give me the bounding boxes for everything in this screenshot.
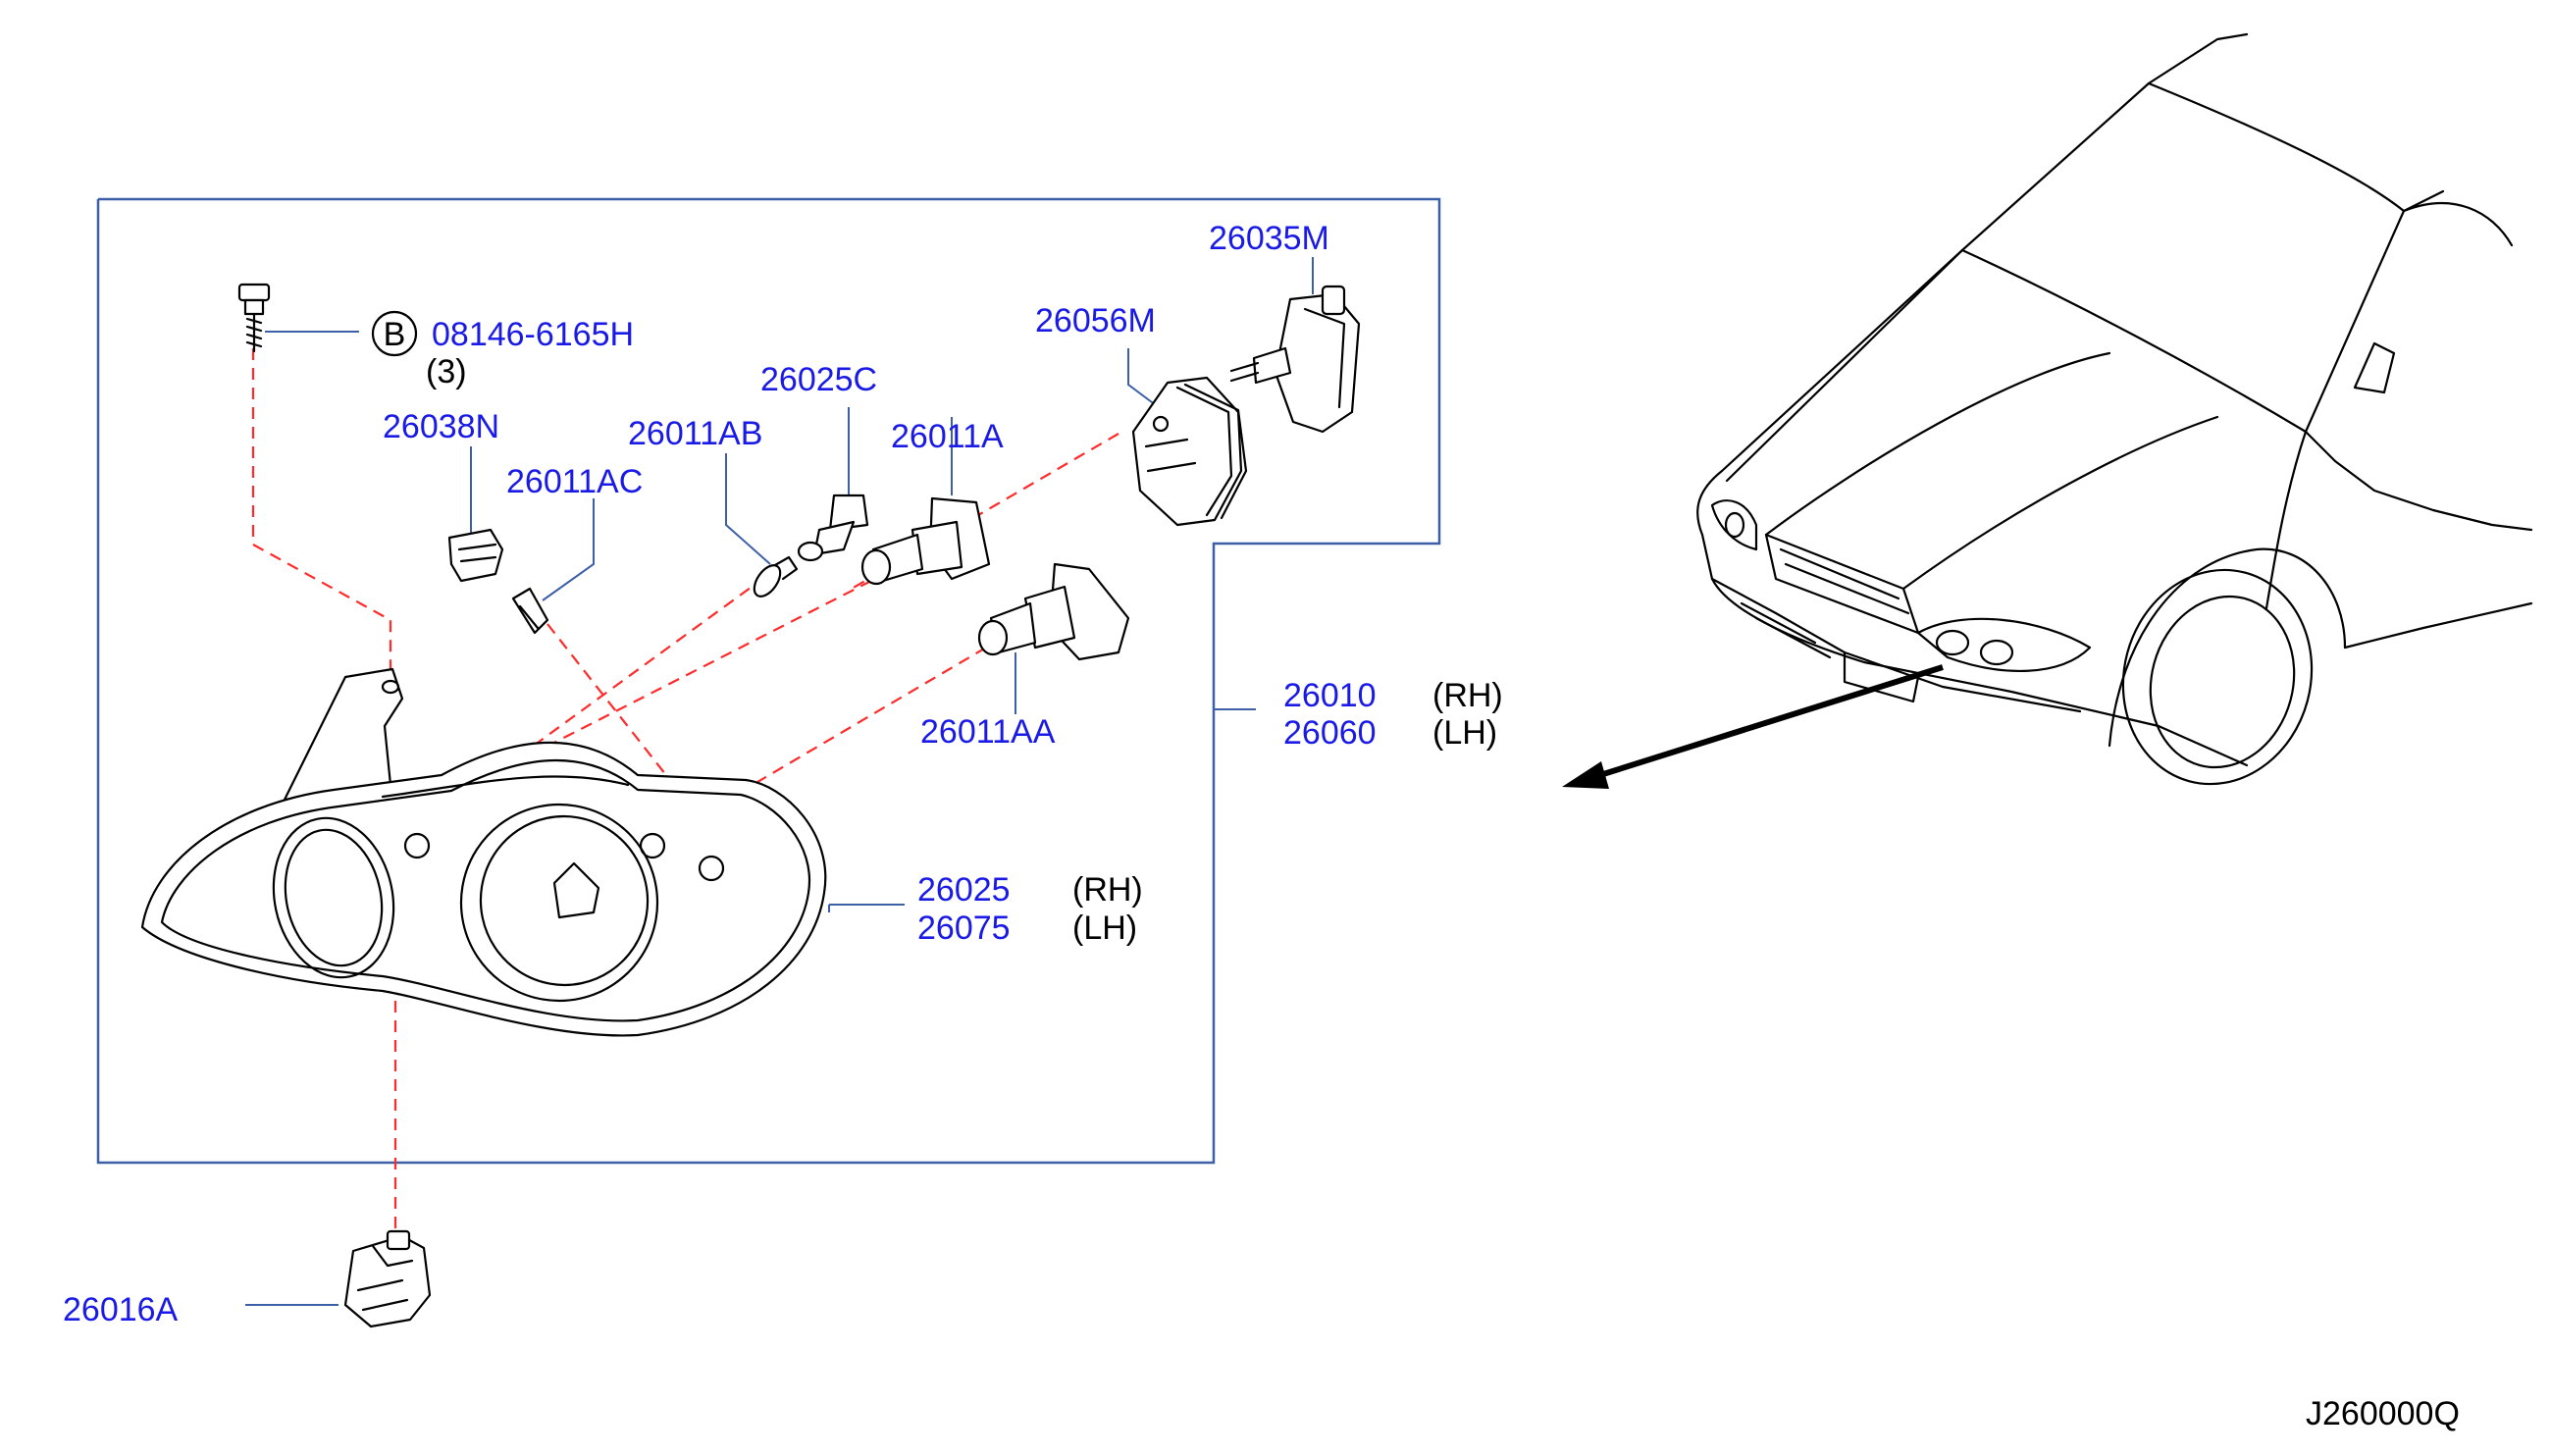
- label-26016A: 26016A: [63, 1291, 179, 1328]
- label-26011AC: 26011AC: [506, 463, 643, 500]
- bulb-26011AA-icon: [977, 562, 1130, 661]
- label-26038N: 26038N: [383, 408, 499, 445]
- label-26011AB: 26011AB: [628, 415, 762, 452]
- bolt-circle-letter: B: [384, 316, 406, 353]
- label-26025C: 26025C: [760, 361, 877, 398]
- leader-lines: [245, 257, 1314, 1306]
- ballast-26056M-icon: [1131, 376, 1248, 527]
- headlamp-housing-icon: [140, 667, 827, 1037]
- location-arrow-icon: [1562, 664, 1944, 789]
- label-lens-rh-number: 26025: [917, 871, 1011, 909]
- label-lens-rh-side: (RH): [1072, 871, 1143, 909]
- label-lens-lh-number: 26075: [917, 910, 1011, 947]
- bulb-26011A-icon: [860, 496, 991, 586]
- label-bolt-quantity: (3): [426, 353, 467, 390]
- socket-26038N-icon: [447, 528, 504, 583]
- bracket-26016A-icon: [343, 1229, 432, 1328]
- label-assembly-lh-number: 26060: [1283, 714, 1377, 752]
- drawing-code: J260000Q: [2306, 1395, 2460, 1432]
- motor-26035M-icon: [1229, 285, 1361, 434]
- bulb-26011AB-icon: [753, 555, 799, 598]
- bolt-circle-badge: B: [371, 310, 418, 357]
- label-26011AA: 26011AA: [920, 713, 1056, 751]
- label-assembly-rh-number: 26010: [1283, 677, 1377, 714]
- bolt-icon: [237, 283, 271, 353]
- bulb-26011AC-icon: [511, 587, 549, 635]
- assembly-frame: [96, 197, 1441, 1165]
- label-assembly-lh-side: (LH): [1432, 714, 1497, 752]
- vehicle-outline-icon: [1696, 32, 2533, 786]
- label-lens-lh-side: (LH): [1072, 910, 1137, 947]
- label-08146-6165H: 08146-6165H: [432, 316, 634, 353]
- label-assembly-rh-side: (RH): [1432, 677, 1503, 714]
- bulb-26025C-icon: [797, 494, 869, 562]
- label-26035M: 26035M: [1209, 220, 1329, 257]
- label-26056M: 26056M: [1035, 302, 1156, 339]
- label-26011A: 26011A: [891, 418, 1004, 455]
